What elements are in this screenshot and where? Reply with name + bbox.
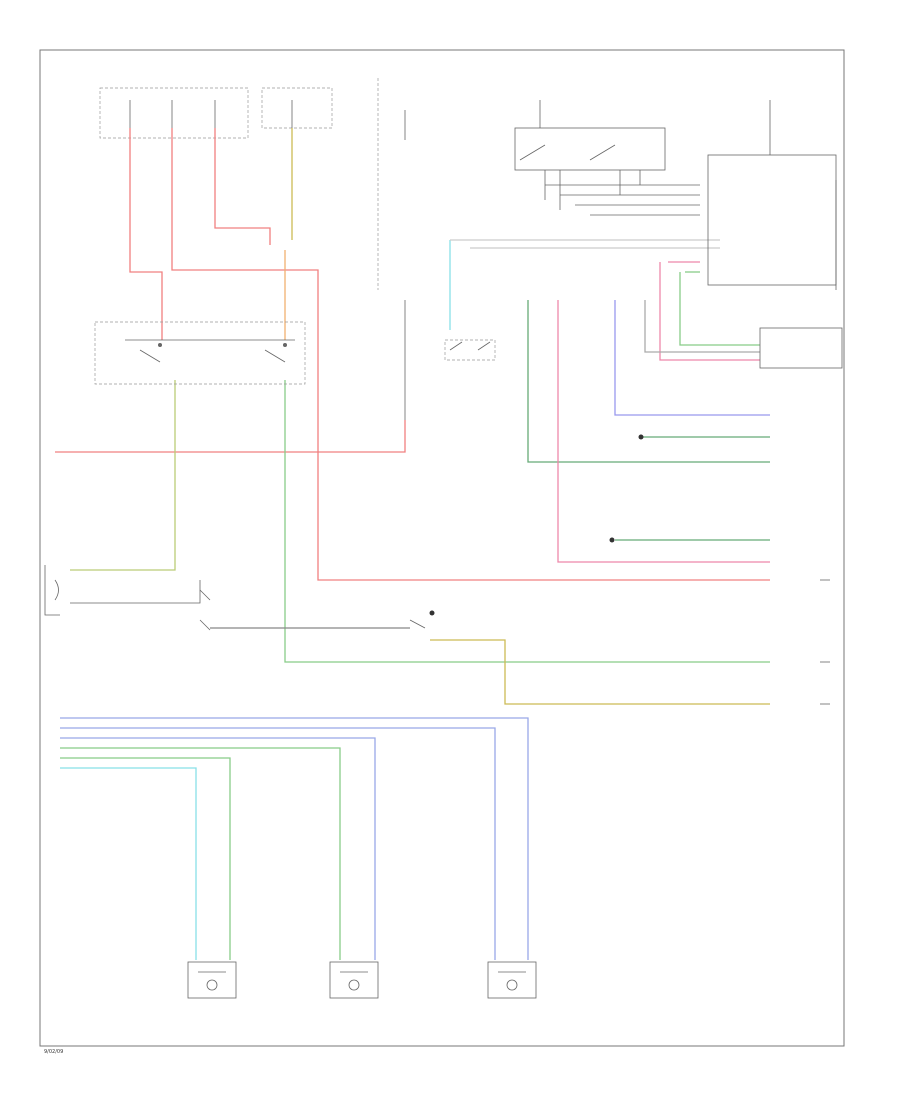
red-power-wires	[55, 128, 770, 581]
motor-center-body	[329, 961, 379, 999]
pink-wire-1	[659, 262, 760, 361]
relay-box-outline	[261, 87, 333, 129]
pink-wire-3	[557, 300, 770, 563]
left-sensor	[44, 565, 201, 616]
right-edge-ticks	[820, 180, 837, 705]
seat-motor-right	[487, 961, 537, 999]
red-wire-ground-line	[55, 420, 406, 453]
gray-wire-r	[644, 300, 760, 353]
switch-module-outline	[94, 321, 306, 385]
red-wire-feed-3	[214, 128, 271, 245]
bottom-wire-bundle	[60, 717, 529, 960]
red-wire-feed-2	[171, 128, 770, 581]
olive-wire-lower	[430, 639, 770, 705]
lower-switch-assembly	[199, 589, 770, 705]
sensor-bracket	[44, 565, 60, 616]
top-left-fuse-area	[99, 87, 333, 139]
center-switch-outline	[444, 339, 496, 361]
right-module-outline	[707, 154, 837, 286]
motor-right-body	[487, 961, 537, 999]
bundle-green-1	[60, 747, 341, 960]
right-side-wires	[644, 261, 760, 361]
dark-green-wire-1	[527, 300, 770, 463]
relay-wires	[70, 128, 770, 663]
bundle-blue-3	[60, 737, 376, 960]
motor-left-body	[187, 961, 237, 999]
seat-switch-module	[94, 321, 306, 385]
sensor-lead	[70, 580, 201, 604]
right-connector-box	[759, 327, 843, 369]
right-vertical-wires	[527, 300, 770, 563]
purple-wire	[614, 300, 770, 416]
footer-code: 9/02/09	[44, 1049, 63, 1055]
fuse-box-outline	[99, 87, 249, 139]
red-wire-feed-1	[129, 128, 163, 340]
bundle-blue-1	[60, 717, 529, 960]
bundle-cyan	[60, 767, 197, 960]
yellow-green-wire-sensor	[70, 380, 176, 571]
diagram-frame	[39, 49, 845, 1047]
center-switch	[444, 339, 496, 361]
right-module-block	[707, 100, 837, 286]
bundle-green-2	[60, 757, 231, 960]
center-signal-wires	[449, 239, 720, 330]
bundle-blue-2	[60, 727, 496, 960]
seat-motor-center	[329, 961, 379, 999]
green-wire-long	[284, 380, 770, 663]
seat-motor-left	[187, 961, 237, 999]
relay-housing	[514, 127, 666, 171]
top-right-relays	[514, 100, 700, 216]
green-wire-1	[679, 272, 760, 346]
